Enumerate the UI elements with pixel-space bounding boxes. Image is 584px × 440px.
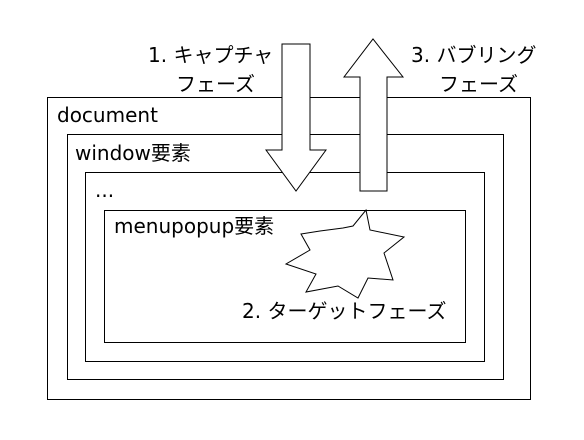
bubbling-phase-label-line1: 3. バブリング [411, 43, 537, 67]
capture-arrow [265, 43, 327, 192]
capture-phase-label-line1: 1. キャプチャ [148, 43, 274, 67]
window-label: window要素 [75, 141, 191, 165]
target-phase-label: 2. ターゲットフェーズ [242, 299, 447, 323]
bubbling-phase-label-line2: フェーズ [439, 72, 518, 96]
target-starburst-icon [284, 208, 406, 299]
bubbling-arrow [342, 38, 405, 192]
menupopup-label: menupopup要素 [114, 214, 275, 238]
document-label: document [57, 103, 158, 127]
capture-phase-label-line2: フェーズ [176, 72, 255, 96]
menupopup-box [104, 210, 466, 343]
ellipsis-label: ... [95, 178, 115, 202]
